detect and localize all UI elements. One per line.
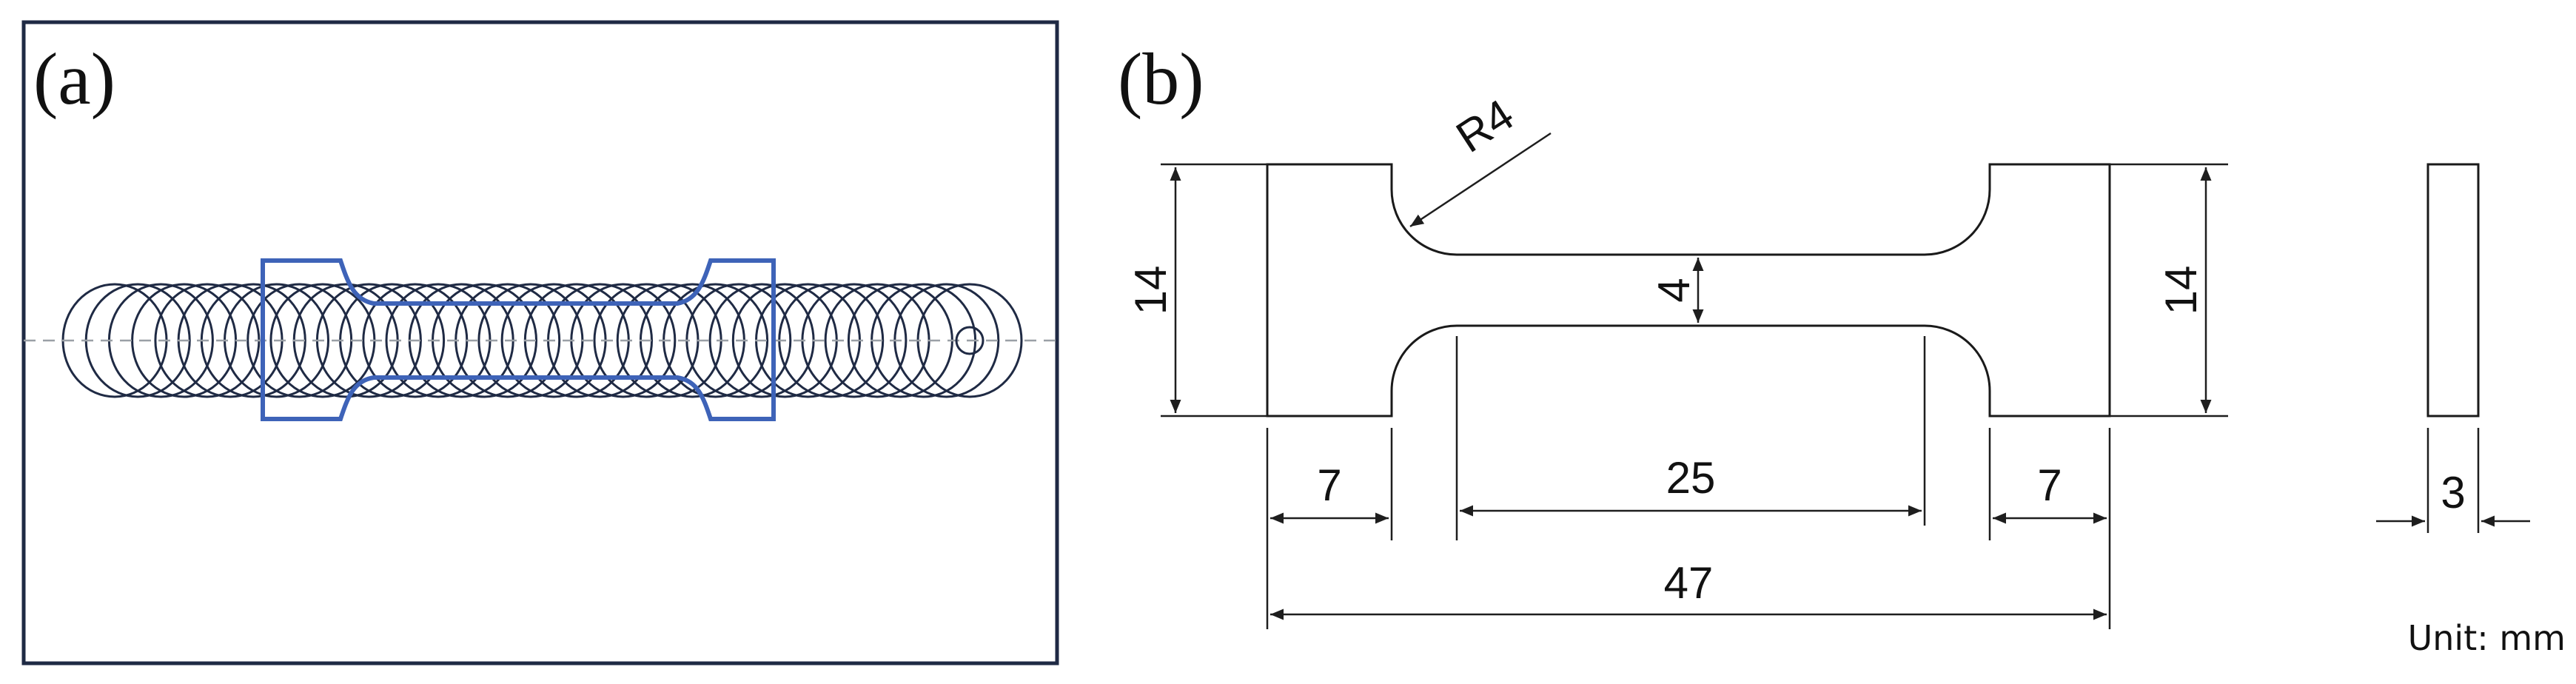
radius-leader (1409, 132, 1552, 228)
total-length-label: 47 (1664, 558, 1714, 608)
deposition-layer (292, 283, 399, 398)
radius-label: R4 (1448, 90, 1523, 162)
unit-label: Unit: mm (2408, 618, 2566, 658)
specimen-outline (261, 258, 776, 421)
deposition-layer (871, 283, 977, 398)
panel-b: (b) R4 14 14 4 7 25 (1118, 38, 2566, 658)
deposition-layer (177, 283, 284, 398)
gauge-length-label: 25 (1666, 453, 1716, 503)
panel-a: (a) (21, 20, 1059, 665)
deposition-layer (408, 283, 514, 398)
end-hole (955, 326, 985, 355)
left-grip-label: 7 (1317, 460, 1341, 510)
thickness-label: 3 (2441, 468, 2465, 517)
deposition-layer (523, 283, 630, 398)
panel-a-frame (21, 20, 1059, 665)
left-height-label: 14 (1126, 266, 1175, 315)
right-height-label: 14 (2156, 266, 2206, 315)
gauge-width-label: 4 (1649, 278, 1699, 302)
dogbone-side-view (2426, 163, 2480, 418)
deposition-layer (639, 283, 745, 398)
right-grip-label: 7 (2037, 460, 2062, 510)
panel-b-label: (b) (1118, 38, 1204, 120)
panel-a-label: (a) (33, 38, 115, 120)
